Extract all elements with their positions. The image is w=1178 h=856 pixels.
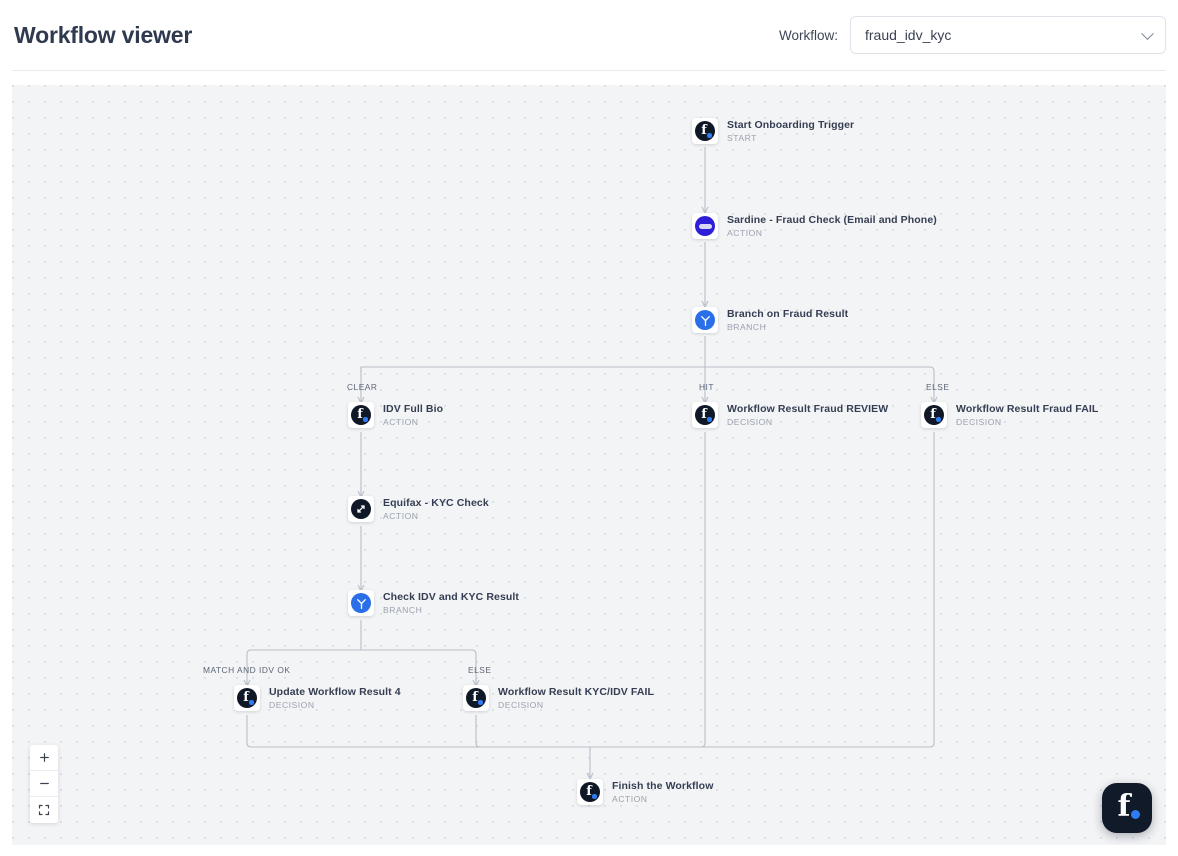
- node-subtitle: DECISION: [269, 699, 315, 710]
- node-icon-box: [348, 590, 374, 616]
- node-subtitle: ACTION: [612, 793, 648, 804]
- equifax-icon: [351, 499, 371, 519]
- node-idv-full-bio[interactable]: f IDV Full Bio ACTION: [348, 402, 443, 428]
- node-finish-the-workflow[interactable]: f Finish the Workflow ACTION: [577, 779, 713, 805]
- fintech-brand-fab-button[interactable]: f: [1102, 783, 1152, 833]
- node-icon-box: [692, 307, 718, 333]
- fintech-f-icon: f: [924, 405, 944, 425]
- branch-icon: [351, 593, 371, 613]
- node-workflow-result-kyc-idv-fail[interactable]: f Workflow Result KYC/IDV FAIL DECISION: [463, 685, 654, 711]
- node-title: Branch on Fraud Result: [727, 307, 849, 320]
- node-icon-box: f: [234, 685, 260, 711]
- node-update-workflow-result-4[interactable]: f Update Workflow Result 4 DECISION: [234, 685, 401, 711]
- header-divider: [12, 70, 1166, 71]
- fintech-f-icon: f: [580, 782, 600, 802]
- workflow-label: Workflow:: [778, 27, 838, 43]
- branch-label-hit: HIT: [699, 382, 714, 392]
- node-icon-box: f: [921, 402, 947, 428]
- node-title: Workflow Result KYC/IDV FAIL: [498, 685, 655, 698]
- node-subtitle: DECISION: [727, 416, 773, 427]
- sardine-icon: [695, 216, 715, 236]
- node-sardine-fraud-check[interactable]: Sardine - Fraud Check (Email and Phone) …: [692, 213, 937, 239]
- zoom-out-button[interactable]: [30, 771, 58, 797]
- node-icon-box: [692, 213, 718, 239]
- fintech-f-icon: f: [237, 688, 257, 708]
- node-workflow-result-fraud-review[interactable]: f Workflow Result Fraud REVIEW DECISION: [692, 402, 888, 428]
- node-title: Check IDV and KYC Result: [383, 590, 520, 603]
- node-title: IDV Full Bio: [383, 402, 444, 415]
- node-subtitle: START: [727, 132, 757, 143]
- branch-label-else-fraud: ELSE: [926, 382, 950, 392]
- node-icon-box: f: [577, 779, 603, 805]
- branch-label-else-kyc: ELSE: [468, 665, 492, 675]
- node-text: Update Workflow Result 4 DECISION: [269, 686, 401, 711]
- branch-label-clear: CLEAR: [347, 382, 378, 392]
- node-branch-on-fraud-result[interactable]: Branch on Fraud Result BRANCH: [692, 307, 848, 333]
- node-start-onboarding-trigger[interactable]: f Start Onboarding Trigger START: [692, 118, 854, 144]
- fit-view-button[interactable]: [30, 797, 58, 823]
- node-text: Branch on Fraud Result BRANCH: [727, 308, 848, 333]
- node-workflow-result-fraud-fail[interactable]: f Workflow Result Fraud FAIL DECISION: [921, 402, 1098, 428]
- node-subtitle: ACTION: [383, 510, 419, 521]
- node-subtitle: DECISION: [956, 416, 1002, 427]
- node-text: Workflow Result Fraud REVIEW DECISION: [727, 403, 888, 428]
- fintech-brand-icon: f: [1117, 789, 1131, 824]
- node-subtitle: ACTION: [383, 416, 419, 427]
- node-check-idv-and-kyc-result[interactable]: Check IDV and KYC Result BRANCH: [348, 590, 519, 616]
- node-text: Finish the Workflow ACTION: [612, 780, 713, 805]
- node-text: Workflow Result Fraud FAIL DECISION: [956, 403, 1098, 428]
- node-text: Start Onboarding Trigger START: [727, 119, 854, 144]
- node-title: Workflow Result Fraud FAIL: [956, 402, 1099, 415]
- zoom-in-button[interactable]: [30, 745, 58, 771]
- fintech-f-icon: f: [695, 121, 715, 141]
- node-icon-box: f: [348, 402, 374, 428]
- node-subtitle: BRANCH: [727, 321, 767, 332]
- node-equifax-kyc-check[interactable]: Equifax - KYC Check ACTION: [348, 496, 489, 522]
- fintech-f-icon: f: [695, 405, 715, 425]
- node-icon-box: f: [692, 402, 718, 428]
- node-text: Check IDV and KYC Result BRANCH: [383, 591, 519, 616]
- node-title: Workflow Result Fraud REVIEW: [727, 402, 889, 415]
- node-title: Finish the Workflow: [612, 779, 714, 792]
- branch-icon: [695, 310, 715, 330]
- node-title: Update Workflow Result 4: [269, 685, 401, 698]
- workflow-edges: [243, 147, 938, 781]
- zoom-controls: [30, 745, 58, 823]
- fintech-f-icon: f: [466, 688, 486, 708]
- node-text: Workflow Result KYC/IDV FAIL DECISION: [498, 686, 654, 711]
- workflow-canvas[interactable]: CLEAR HIT ELSE MATCH AND IDV OK ELSE f S…: [12, 85, 1166, 845]
- node-icon-box: f: [463, 685, 489, 711]
- fintech-f-icon: f: [351, 405, 371, 425]
- node-text: Equifax - KYC Check ACTION: [383, 497, 489, 522]
- node-subtitle: ACTION: [727, 227, 763, 238]
- node-icon-box: f: [692, 118, 718, 144]
- node-subtitle: DECISION: [498, 699, 544, 710]
- node-text: Sardine - Fraud Check (Email and Phone) …: [727, 214, 937, 239]
- workflow-select[interactable]: fraud_idv_kyc: [850, 16, 1166, 54]
- node-title: Start Onboarding Trigger: [727, 118, 855, 131]
- node-icon-box: [348, 496, 374, 522]
- branch-label-match-and-idv-ok: MATCH AND IDV OK: [203, 665, 291, 675]
- chevron-down-icon: [1141, 27, 1154, 41]
- node-subtitle: BRANCH: [383, 604, 423, 615]
- page-title: Workflow viewer: [14, 21, 193, 48]
- workflow-select-value: fraud_idv_kyc: [865, 27, 952, 43]
- brand-accent-dot-icon: [1131, 810, 1140, 819]
- workflow-selector-group: Workflow: fraud_idv_kyc: [779, 16, 1166, 54]
- node-text: IDV Full Bio ACTION: [383, 403, 443, 428]
- node-title: Sardine - Fraud Check (Email and Phone): [727, 213, 937, 226]
- page-header: Workflow viewer Workflow: fraud_idv_kyc: [0, 0, 1178, 70]
- node-title: Equifax - KYC Check: [383, 496, 489, 509]
